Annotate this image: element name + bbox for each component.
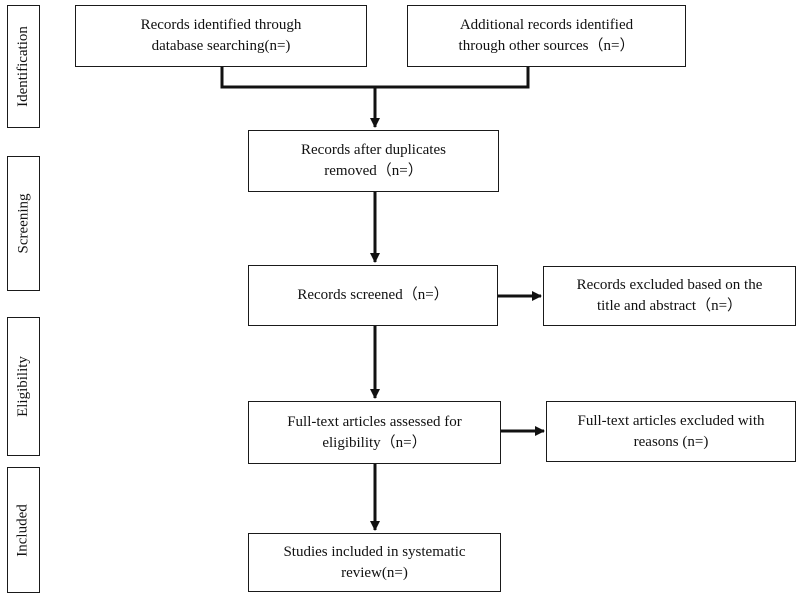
stage-eligibility-label: Eligibility xyxy=(15,356,31,417)
fulltext-excluded-line-2: reasons (n=) xyxy=(633,433,709,450)
stage-screening-label: Screening xyxy=(15,193,32,254)
fulltext-excluded-box: Full-text articles excluded with reasons… xyxy=(546,401,796,462)
excluded-title-abstract-line-1: Records excluded based on the xyxy=(576,277,763,293)
excluded-title-abstract-box: Records excluded based on the title and … xyxy=(543,266,796,326)
stage-identification-label: Identification xyxy=(15,26,31,107)
duplicates-removed-line-2: removed（n=） xyxy=(324,163,423,179)
other-sources-line-1: Additional records identified xyxy=(459,17,634,33)
fulltext-excluded-line-1: Full-text articles excluded with xyxy=(577,412,765,429)
fulltext-assessed-box: Full-text articles assessed for eligibil… xyxy=(248,401,501,464)
merge-connector xyxy=(220,67,530,89)
records-screened-box: Records screened（n=） xyxy=(248,265,498,326)
database-records-box: Records identified through database sear… xyxy=(75,5,367,67)
stage-identification: Identification xyxy=(7,5,40,128)
stage-eligibility: Eligibility xyxy=(7,317,40,456)
duplicates-removed-box: Records after duplicates removed（n=） xyxy=(248,130,499,192)
stage-screening: Screening xyxy=(7,156,40,291)
database-records-line-2: database searching(n=) xyxy=(151,38,291,54)
excluded-title-abstract-line-2: title and abstract（n=） xyxy=(596,298,743,314)
included-studies-line-1: Studies included in systematic xyxy=(283,543,466,560)
records-screened-line-1: Records screened（n=） xyxy=(297,287,449,303)
included-studies-line-2: review(n=) xyxy=(341,564,408,581)
stage-included-label: Included xyxy=(15,503,32,557)
other-sources-line-2: through other sources（n=） xyxy=(458,38,635,54)
other-sources-box: Additional records identified through ot… xyxy=(407,5,686,67)
stage-included: Included xyxy=(7,467,40,593)
fulltext-assessed-line-1: Full-text articles assessed for xyxy=(287,413,462,430)
fulltext-assessed-line-2: eligibility（n=） xyxy=(322,434,427,451)
included-studies-box: Studies included in systematic review(n=… xyxy=(248,533,501,592)
database-records-line-1: Records identified through xyxy=(140,17,302,33)
duplicates-removed-line-1: Records after duplicates xyxy=(301,142,446,158)
